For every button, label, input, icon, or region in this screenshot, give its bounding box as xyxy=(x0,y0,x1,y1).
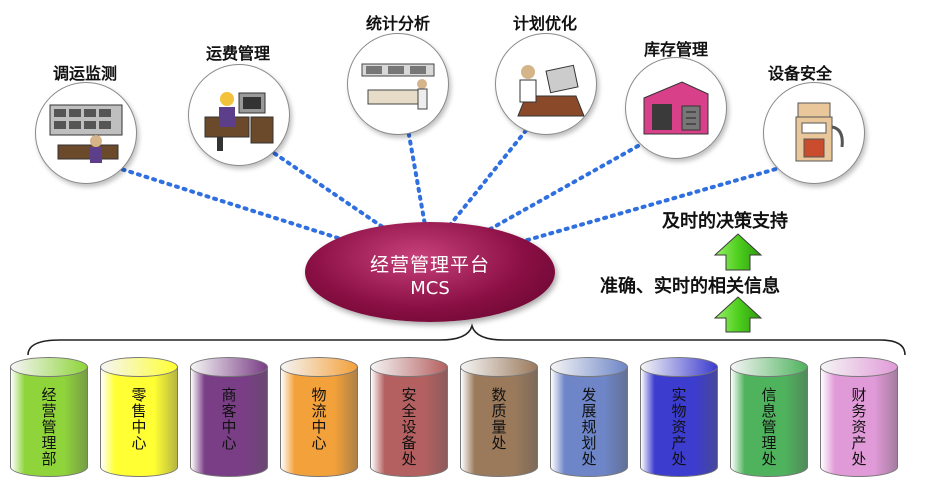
dotted-connector xyxy=(113,165,362,247)
cylinder-top xyxy=(100,357,178,377)
function-label-inventory: 库存管理 xyxy=(643,40,709,59)
department-label: 安全设备处 xyxy=(399,387,418,467)
cylinder-body xyxy=(820,367,898,477)
department-cylinder: 实物资产处 xyxy=(640,357,718,487)
dotted-connector xyxy=(508,165,785,247)
statistics-lab-icon xyxy=(347,33,449,135)
department-label: 信息管理处 xyxy=(759,387,778,467)
department-label: 财务资产处 xyxy=(849,387,868,467)
department-cylinder: 信息管理处 xyxy=(730,357,808,487)
cylinder-top xyxy=(370,357,448,377)
department-brace xyxy=(27,323,906,356)
department-cylinder: 经营管理部 xyxy=(10,357,88,487)
cylinder-top xyxy=(820,357,898,377)
cylinder-top xyxy=(550,357,628,377)
department-label: 数质量处 xyxy=(489,387,508,451)
platform-hub: 经营管理平台 MCS xyxy=(305,222,555,322)
department-cylinder: 零售中心 xyxy=(100,357,178,487)
department-label: 实物资产处 xyxy=(669,387,688,467)
function-label-statistics: 统计分析 xyxy=(365,14,431,33)
cylinder-top xyxy=(730,357,808,377)
cylinder-top xyxy=(280,357,358,377)
cylinder-body xyxy=(280,367,358,477)
upward-arrow-bottom xyxy=(713,296,763,333)
department-cylinder: 财务资产处 xyxy=(820,357,898,487)
cylinder-body xyxy=(370,367,448,477)
department-cylinder: 物流中心 xyxy=(280,357,358,487)
monitoring-room-icon xyxy=(35,82,137,184)
department-label: 零售中心 xyxy=(129,387,148,451)
cylinder-body xyxy=(730,367,808,477)
connector-lines xyxy=(113,116,785,247)
cylinder-top xyxy=(190,357,268,377)
dotted-connector xyxy=(266,147,392,234)
department-label: 商客中心 xyxy=(219,387,238,451)
function-label-dispatch-monitoring: 调运监测 xyxy=(52,64,118,83)
warehouse-icon xyxy=(625,57,727,159)
cylinder-body xyxy=(100,367,178,477)
cylinder-top xyxy=(10,357,88,377)
department-label: 经营管理部 xyxy=(39,387,58,467)
fuel-pump-icon xyxy=(763,82,865,184)
freight-desk-icon xyxy=(188,64,290,166)
dotted-connector xyxy=(448,116,538,227)
function-label-equipment-safety: 设备安全 xyxy=(767,64,833,83)
cylinder-top xyxy=(460,357,538,377)
department-cylinder: 安全设备处 xyxy=(370,357,448,487)
department-label: 物流中心 xyxy=(309,387,328,451)
decision-support-text: 及时的决策支持 xyxy=(662,211,788,232)
department-cylinder: 发展规划处 xyxy=(550,357,628,487)
dotted-connector xyxy=(404,116,427,227)
department-cylinder: 数质量处 xyxy=(460,357,538,487)
dotted-connector xyxy=(483,140,647,234)
department-cylinder: 商客中心 xyxy=(190,357,268,487)
realtime-info-text: 准确、实时的相关信息 xyxy=(600,276,780,297)
department-label: 发展规划处 xyxy=(579,387,598,467)
cylinder-body xyxy=(550,367,628,477)
cylinder-body xyxy=(640,367,718,477)
cylinder-body xyxy=(10,367,88,477)
cylinder-body xyxy=(190,367,268,477)
function-label-freight-management: 运费管理 xyxy=(205,44,271,63)
platform-code: MCS xyxy=(410,278,450,299)
upward-arrow-top xyxy=(713,233,763,271)
platform-name: 经营管理平台 xyxy=(369,254,490,276)
cylinder-body xyxy=(460,367,538,477)
cylinder-top xyxy=(640,357,718,377)
function-label-plan-optimization: 计划优化 xyxy=(512,14,578,33)
planning-laptop-icon xyxy=(495,33,597,135)
